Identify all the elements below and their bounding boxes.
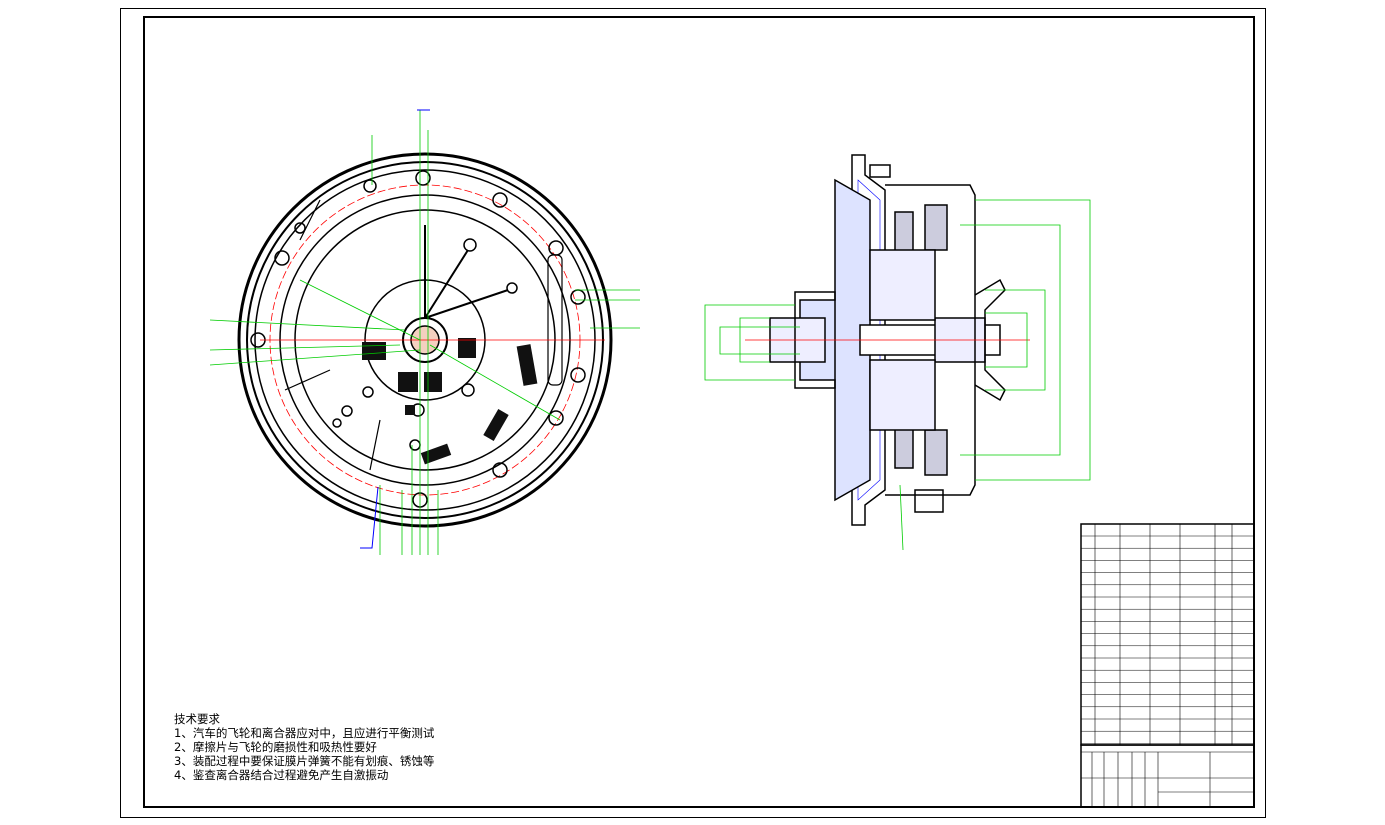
requirement-item: 3、装配过程中要保证膜片弹簧不能有划痕、锈蚀等 xyxy=(174,754,435,768)
requirements-title: 技术要求 xyxy=(174,712,220,726)
windows xyxy=(362,338,538,465)
clutch-front-view xyxy=(209,109,640,555)
dimension-lines xyxy=(209,110,640,555)
requirement-item: 2、摩擦片与飞轮的磨损性和吸热性要好 xyxy=(174,740,377,754)
drawing-frame xyxy=(120,8,1266,818)
requirement-item: 4、鉴查离合器结合过程避免产生自激振动 xyxy=(174,768,389,782)
requirement-item: 1、汽车的飞轮和离合器应对中，且应进行平衡测试 xyxy=(174,726,435,740)
parts-list-table xyxy=(1080,523,1255,808)
section-dimensions xyxy=(704,199,1091,551)
levers xyxy=(424,225,509,319)
spring-slots xyxy=(284,199,563,471)
technical-requirements: 技术要求 1、汽车的飞轮和离合器应对中，且应进行平衡测试 2、摩擦片与飞轮的磨损… xyxy=(174,712,434,782)
clutch-section-view xyxy=(704,154,1091,551)
